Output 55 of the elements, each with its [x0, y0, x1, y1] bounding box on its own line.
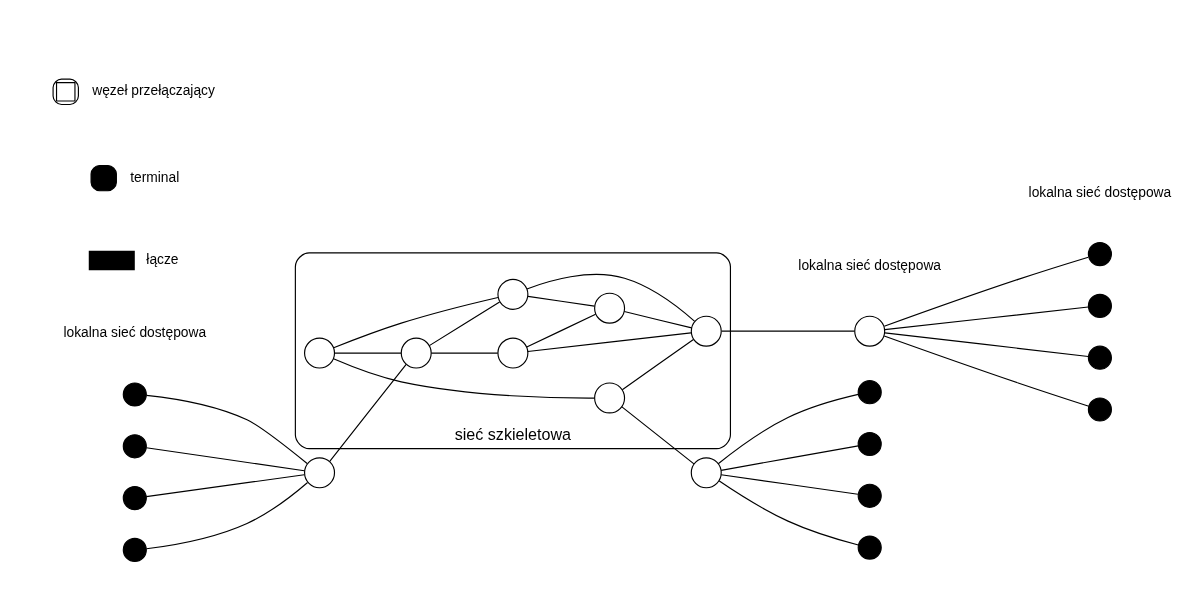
node-circle: [857, 535, 882, 560]
connector: [883, 335, 1090, 407]
node-circle: [497, 278, 529, 310]
connector: [145, 481, 309, 550]
connector: [428, 301, 501, 347]
connector: [884, 332, 1089, 358]
label: lokalna sieć dostępowa: [1028, 183, 1172, 200]
node-circle: [857, 483, 882, 508]
node-circle: [1087, 345, 1112, 370]
node-circle: [594, 382, 626, 414]
connector: [621, 338, 695, 391]
connector: [527, 295, 596, 307]
label: lokalna sieć dostępowa: [798, 257, 942, 274]
cluster: sieć szkieletowa: [294, 252, 731, 450]
node-circle: [400, 337, 432, 369]
connector: [718, 480, 859, 546]
node-circle: [122, 382, 147, 407]
connector: [720, 474, 859, 495]
connector: [430, 352, 499, 354]
connector: [621, 406, 695, 465]
legend-label: terminal: [130, 168, 180, 185]
connector: [332, 358, 595, 399]
connector: [145, 474, 305, 498]
node-circle: [690, 457, 722, 489]
legend-label: łącze: [146, 250, 179, 267]
node-circle: [122, 537, 147, 562]
connector: [717, 393, 859, 465]
node-circle: [122, 434, 147, 459]
node-circle: [1087, 242, 1112, 267]
node-circle: [594, 292, 626, 324]
node-circle: [857, 431, 882, 457]
connector: [884, 306, 1089, 331]
connector: [720, 445, 859, 471]
node-circle: [304, 457, 336, 489]
connector: [526, 313, 597, 348]
connector: [329, 363, 407, 462]
connector: [883, 256, 1089, 327]
node-circle: [304, 337, 336, 369]
connector: [145, 447, 305, 472]
node-circle: [497, 337, 529, 369]
connector: [526, 273, 696, 322]
node-circle: [857, 380, 882, 405]
legend-label: węzeł przełączający: [92, 82, 215, 99]
node-circle: [1087, 293, 1112, 318]
node-circle: [690, 315, 722, 347]
node-circle: [854, 315, 886, 347]
connector: [334, 352, 402, 354]
node-circle: [1087, 397, 1112, 422]
node-circle: [122, 486, 147, 511]
connector: [527, 332, 692, 353]
connector: [721, 330, 856, 332]
connector: [145, 394, 308, 465]
connector: [623, 310, 693, 329]
connector: [333, 296, 499, 349]
label: lokalna sieć dostępowa: [63, 324, 207, 341]
